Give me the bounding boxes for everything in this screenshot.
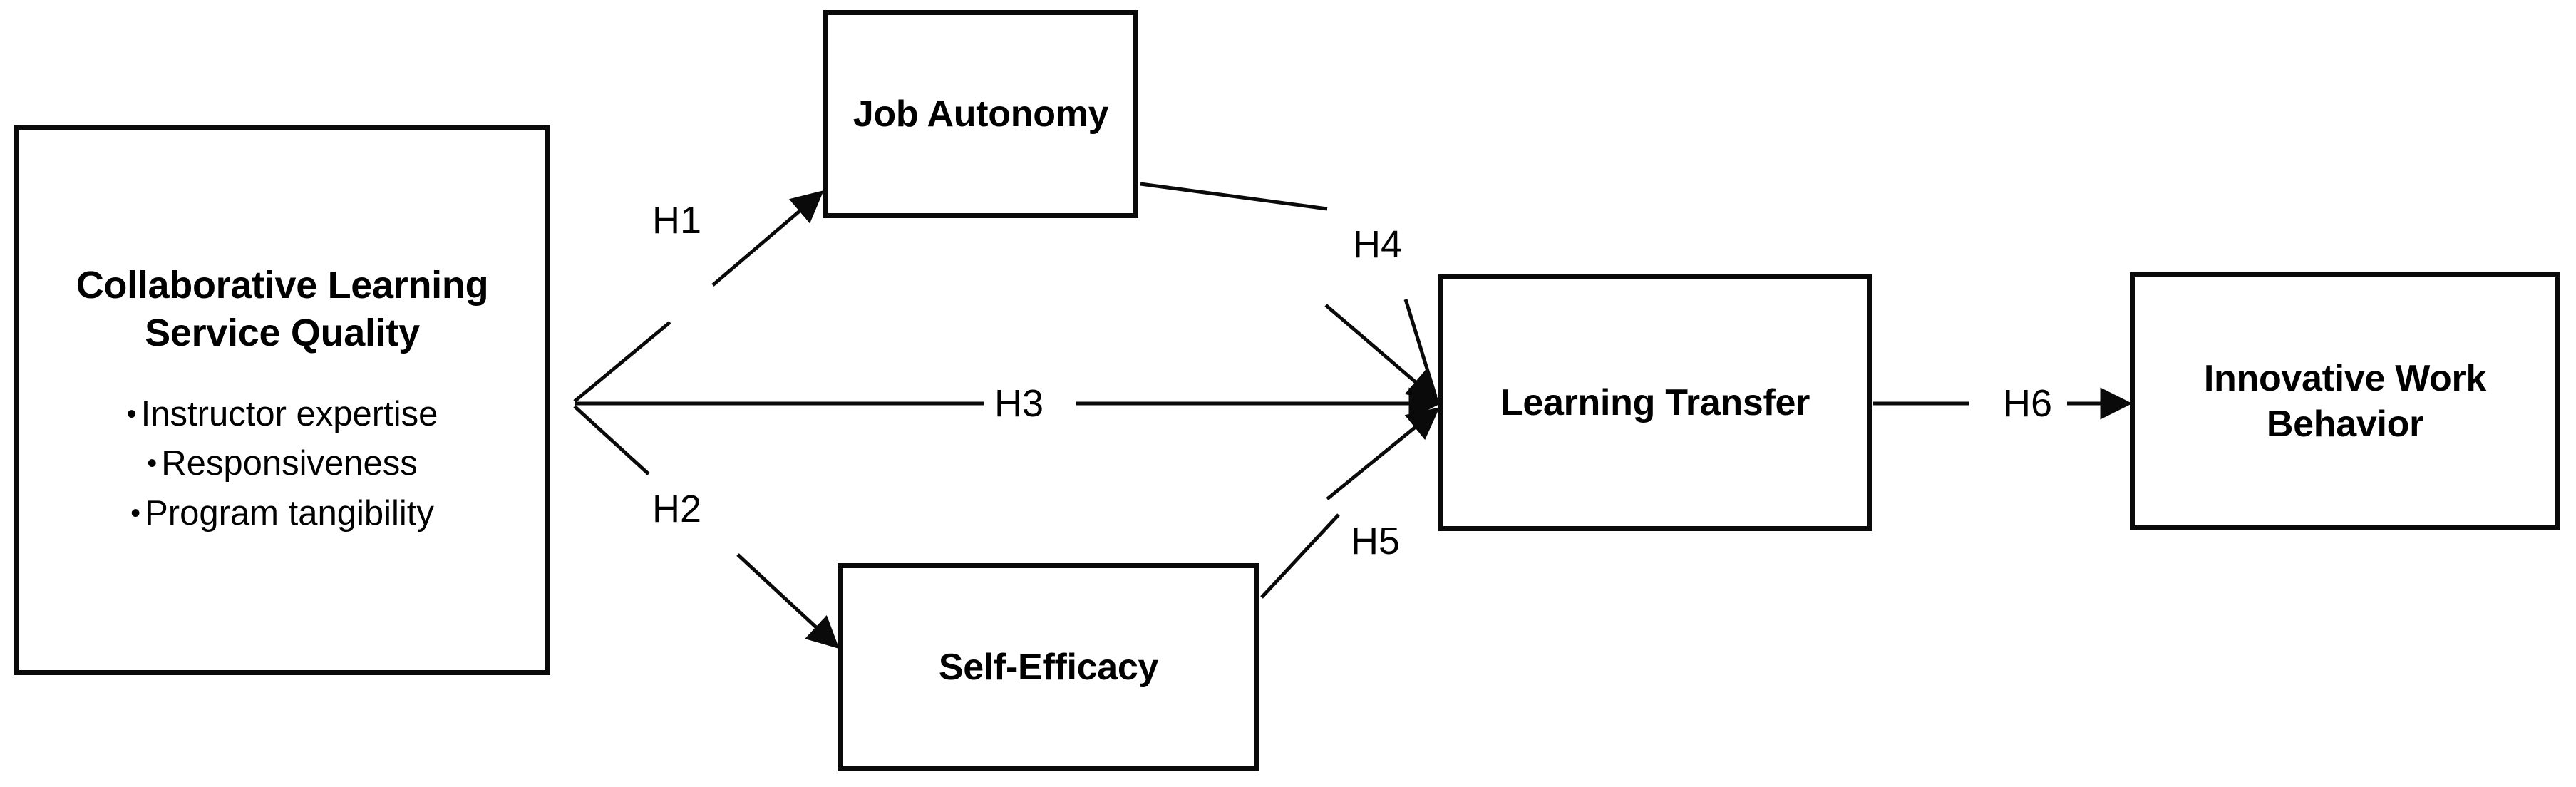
node-title-clsq: Collaborative Learning Service Quality [76,263,489,354]
node-title-self-efficacy: Self-Efficacy [938,646,1159,688]
node-title-job-autonomy: Job Autonomy [852,93,1109,135]
node-self-efficacy[interactable]: Self-Efficacy [838,563,1259,771]
list-item: •Instructor expertise [127,390,438,440]
bullet-dot-icon: • [147,448,158,480]
bullet-dot-icon: • [130,497,141,529]
edge-label-h6: H6 [1996,381,2060,426]
node-learning-transfer[interactable]: Learning Transfer [1438,274,1872,531]
node-innovative-work-behavior[interactable]: Innovative Work Behavior [2130,272,2560,530]
list-item: •Responsiveness [127,439,438,489]
node-title-innovative-work-behavior: Innovative Work Behavior [2203,357,2487,445]
edge-h1 [573,190,824,403]
edge-h5 [1260,407,1440,599]
edge-h4 [1140,182,1440,403]
edge-label-h5: H5 [1344,519,1408,563]
edge-h2 [573,405,840,649]
bullet-label: Responsiveness [161,444,418,483]
bullet-label: Instructor expertise [140,394,438,433]
node-title-learning-transfer: Learning Transfer [1500,381,1810,423]
bullet-dot-icon: • [126,398,137,430]
node-job-autonomy[interactable]: Job Autonomy [823,10,1138,218]
edge-label-h2: H2 [645,487,709,531]
edge-label-h1: H1 [645,198,709,242]
clsq-bullet-list: •Instructor expertise •Responsiveness •P… [127,390,438,539]
edge-label-h4: H4 [1346,222,1410,267]
list-item: •Program tangibility [127,489,438,539]
bullet-label: Program tangibility [145,493,434,533]
edge-label-h3: H3 [987,381,1051,426]
node-collaborative-learning-service-quality[interactable]: Collaborative Learning Service Quality •… [14,125,550,675]
